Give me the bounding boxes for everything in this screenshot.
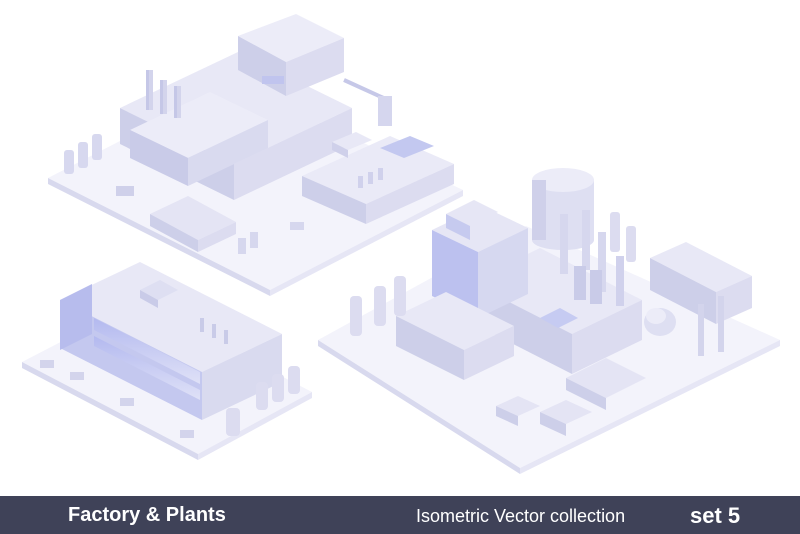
footer-subtitle: Isometric Vector collection [416, 506, 626, 526]
long-factory-building [60, 262, 282, 420]
front-office [396, 292, 514, 380]
front-wing [130, 92, 268, 186]
footer-set-label: set 5 [690, 503, 741, 528]
footer-title: Factory & Plants [68, 504, 226, 526]
sphere-tank [644, 308, 676, 336]
right-annex [650, 242, 752, 356]
isometric-illustration [22, 14, 780, 474]
left-silos [64, 134, 102, 174]
office-block [302, 136, 454, 224]
chimneys [146, 70, 181, 118]
top-factory-block [48, 14, 463, 296]
bottom-left-factory-block [22, 262, 312, 460]
right-plant-block [318, 168, 780, 474]
roof-unit [140, 280, 178, 308]
arched-hangars [496, 358, 646, 436]
bottom-silos [226, 366, 300, 436]
upper-hall [238, 14, 344, 96]
footer-banner: Factory & Plants Isometric Vector collec… [0, 496, 800, 534]
warehouse [150, 196, 236, 252]
chimney-stacks [560, 210, 636, 306]
